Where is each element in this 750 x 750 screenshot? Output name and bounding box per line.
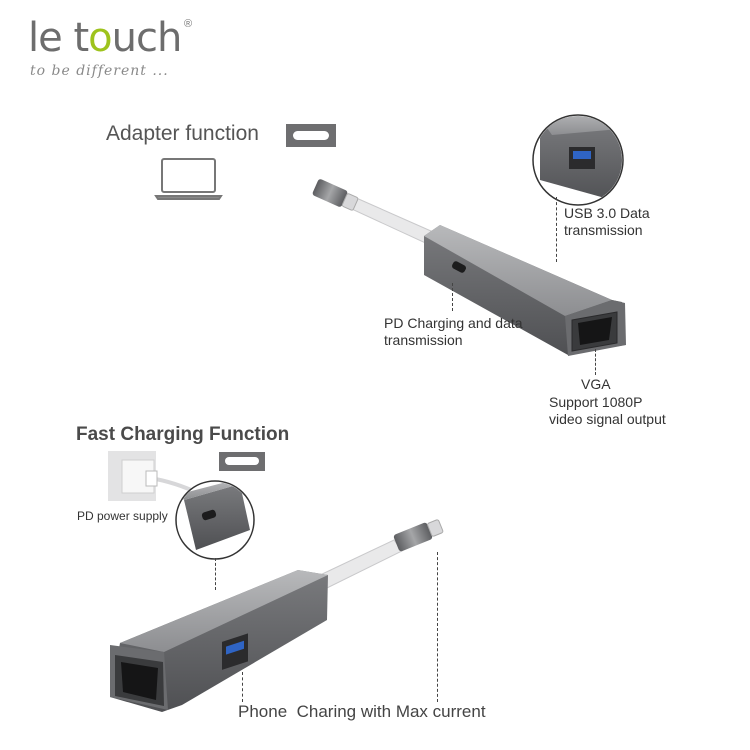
usb-zoom-callout [532,114,624,206]
power-adapter-icon [108,451,201,501]
pd-zoom-callout [175,480,255,560]
vga-port-icon [571,311,618,352]
bottom-adapter [110,519,444,712]
vga-callout-desc: Support 1080P video signal output [549,394,666,427]
logo-text-highlight: o [88,15,113,61]
phone-leader-line-1 [242,672,243,702]
usb-callout-label: USB 3.0 Data transmission [564,205,650,238]
usb-c-port-icon [286,124,336,147]
adapter-function-title: Adapter function [106,122,259,145]
registered-mark: ® [184,18,193,30]
brand-logo: le touch [28,15,183,61]
usb-c-port-icon-2 [219,452,265,471]
vga-callout-title: VGA [581,376,611,392]
phone-charging-label: Phone Charing with Max current [238,702,486,721]
logo-text-1: le t [28,15,89,61]
usb3-port-icon [573,151,591,159]
brand-tagline: to be different ... [30,63,169,79]
pd-callout-label: PD Charging and data transmission [384,315,523,348]
usb3-port-icon-2 [222,633,248,670]
pd-leader-line [452,283,453,311]
logo-text-2: uch [111,15,183,61]
usb-c-port-small-icon [451,261,467,273]
vga-port-icon-2 [115,655,164,706]
power-leader-line [215,558,216,590]
usb-leader-line [556,197,557,262]
pd-power-supply-label: PD power supply [77,509,168,523]
vga-leader-line [595,349,596,375]
laptop-icon [154,158,223,200]
fast-charging-title: Fast Charging Function [76,424,290,445]
top-adapter [312,179,626,356]
phone-leader-line-2 [437,552,438,702]
